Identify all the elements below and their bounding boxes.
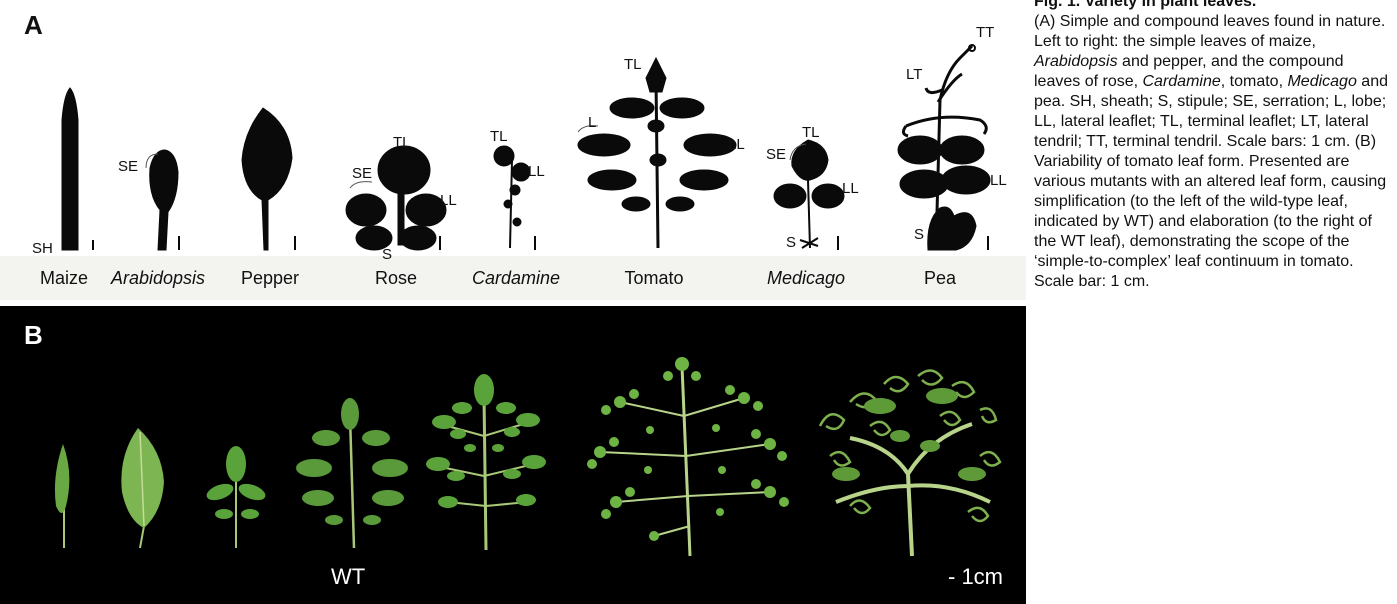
leaf-label-tomato: Tomato bbox=[594, 268, 714, 289]
leaf-label-rose: Rose bbox=[336, 268, 456, 289]
annotation-tl-rose: TL bbox=[393, 134, 411, 151]
annotation-ll-cardamine: LL bbox=[528, 163, 545, 180]
tomato-silhouette-leaf bbox=[578, 58, 736, 248]
mutant-leaf-elaborate-2 bbox=[587, 357, 789, 556]
pepper-leaf bbox=[242, 108, 292, 250]
annotation-tt-pea: TT bbox=[976, 24, 994, 41]
panel-a-silhouettes bbox=[0, 0, 1026, 300]
mutant-leaf-simple-1 bbox=[55, 444, 69, 548]
leaf-label-pea: Pea bbox=[880, 268, 1000, 289]
mutant-leaf-simple-serrated bbox=[121, 428, 164, 548]
rose-leaf bbox=[346, 146, 446, 250]
wild-type-leaf bbox=[296, 398, 408, 548]
leaf-label-arabidopsis: Arabidopsis bbox=[98, 268, 218, 289]
annotation-se-rose: SE bbox=[352, 165, 372, 182]
figure-caption: Fig. 1. Variety in plant leaves. (A) Sim… bbox=[1034, 0, 1394, 292]
panel-b: B bbox=[0, 306, 1026, 604]
annotation-s-rose: S bbox=[382, 246, 392, 263]
leaf-label-pepper: Pepper bbox=[210, 268, 330, 289]
caption-italic-1: Arabidopsis bbox=[1034, 53, 1118, 70]
cardamine-leaf bbox=[494, 146, 530, 248]
rose-serration-arc bbox=[350, 182, 372, 188]
mutant-leaf-elaborate-3 bbox=[820, 370, 1000, 556]
annotation-tl-cardamine: TL bbox=[490, 128, 508, 145]
mutant-leaf-trifoliate bbox=[204, 446, 267, 548]
caption-title: Fig. 1. Variety in plant leaves. bbox=[1034, 0, 1394, 12]
caption-body-1: (A) Simple and compound leaves found in … bbox=[1034, 13, 1385, 50]
annotation-ll-pea: LL bbox=[990, 172, 1007, 189]
annotation-se-medicago: SE bbox=[766, 146, 786, 163]
annotation-s-medicago: S bbox=[786, 234, 796, 251]
scale-bar-label: - 1cm bbox=[948, 564, 1003, 590]
mutant-leaf-elaborate-1 bbox=[426, 374, 546, 550]
annotation-l-tomato: L bbox=[588, 114, 596, 131]
arabidopsis-leaf bbox=[150, 150, 178, 250]
annotation-ll-medicago: LL bbox=[842, 180, 859, 197]
annotation-s-pea: S bbox=[914, 226, 924, 243]
annotation-lt-pea: LT bbox=[906, 66, 922, 83]
leaf-label-cardamine: Cardamine bbox=[456, 268, 576, 289]
leaf-label-medicago: Medicago bbox=[746, 268, 866, 289]
panel-a: A bbox=[0, 0, 1026, 300]
annotation-sh-maize: SH bbox=[32, 240, 53, 257]
caption-body-4: and pea. SH, sheath; S, stipule; SE, ser… bbox=[1034, 73, 1388, 290]
annotation-tl-tomato: TL bbox=[624, 56, 642, 73]
wt-label: WT bbox=[331, 564, 365, 590]
caption-italic-2: Cardamine bbox=[1143, 73, 1221, 90]
annotation-ll-rose: LL bbox=[440, 192, 457, 209]
annotation-se-arabidopsis: SE bbox=[118, 158, 138, 175]
panel-b-tomato-mutants bbox=[0, 306, 1026, 604]
caption-italic-3: Medicago bbox=[1287, 73, 1356, 90]
annotation-tl-medicago: TL bbox=[802, 124, 820, 141]
maize-leaf bbox=[62, 88, 78, 250]
annotation-ll-tomato: LL bbox=[728, 136, 745, 153]
caption-body-3: , tomato, bbox=[1221, 73, 1288, 90]
